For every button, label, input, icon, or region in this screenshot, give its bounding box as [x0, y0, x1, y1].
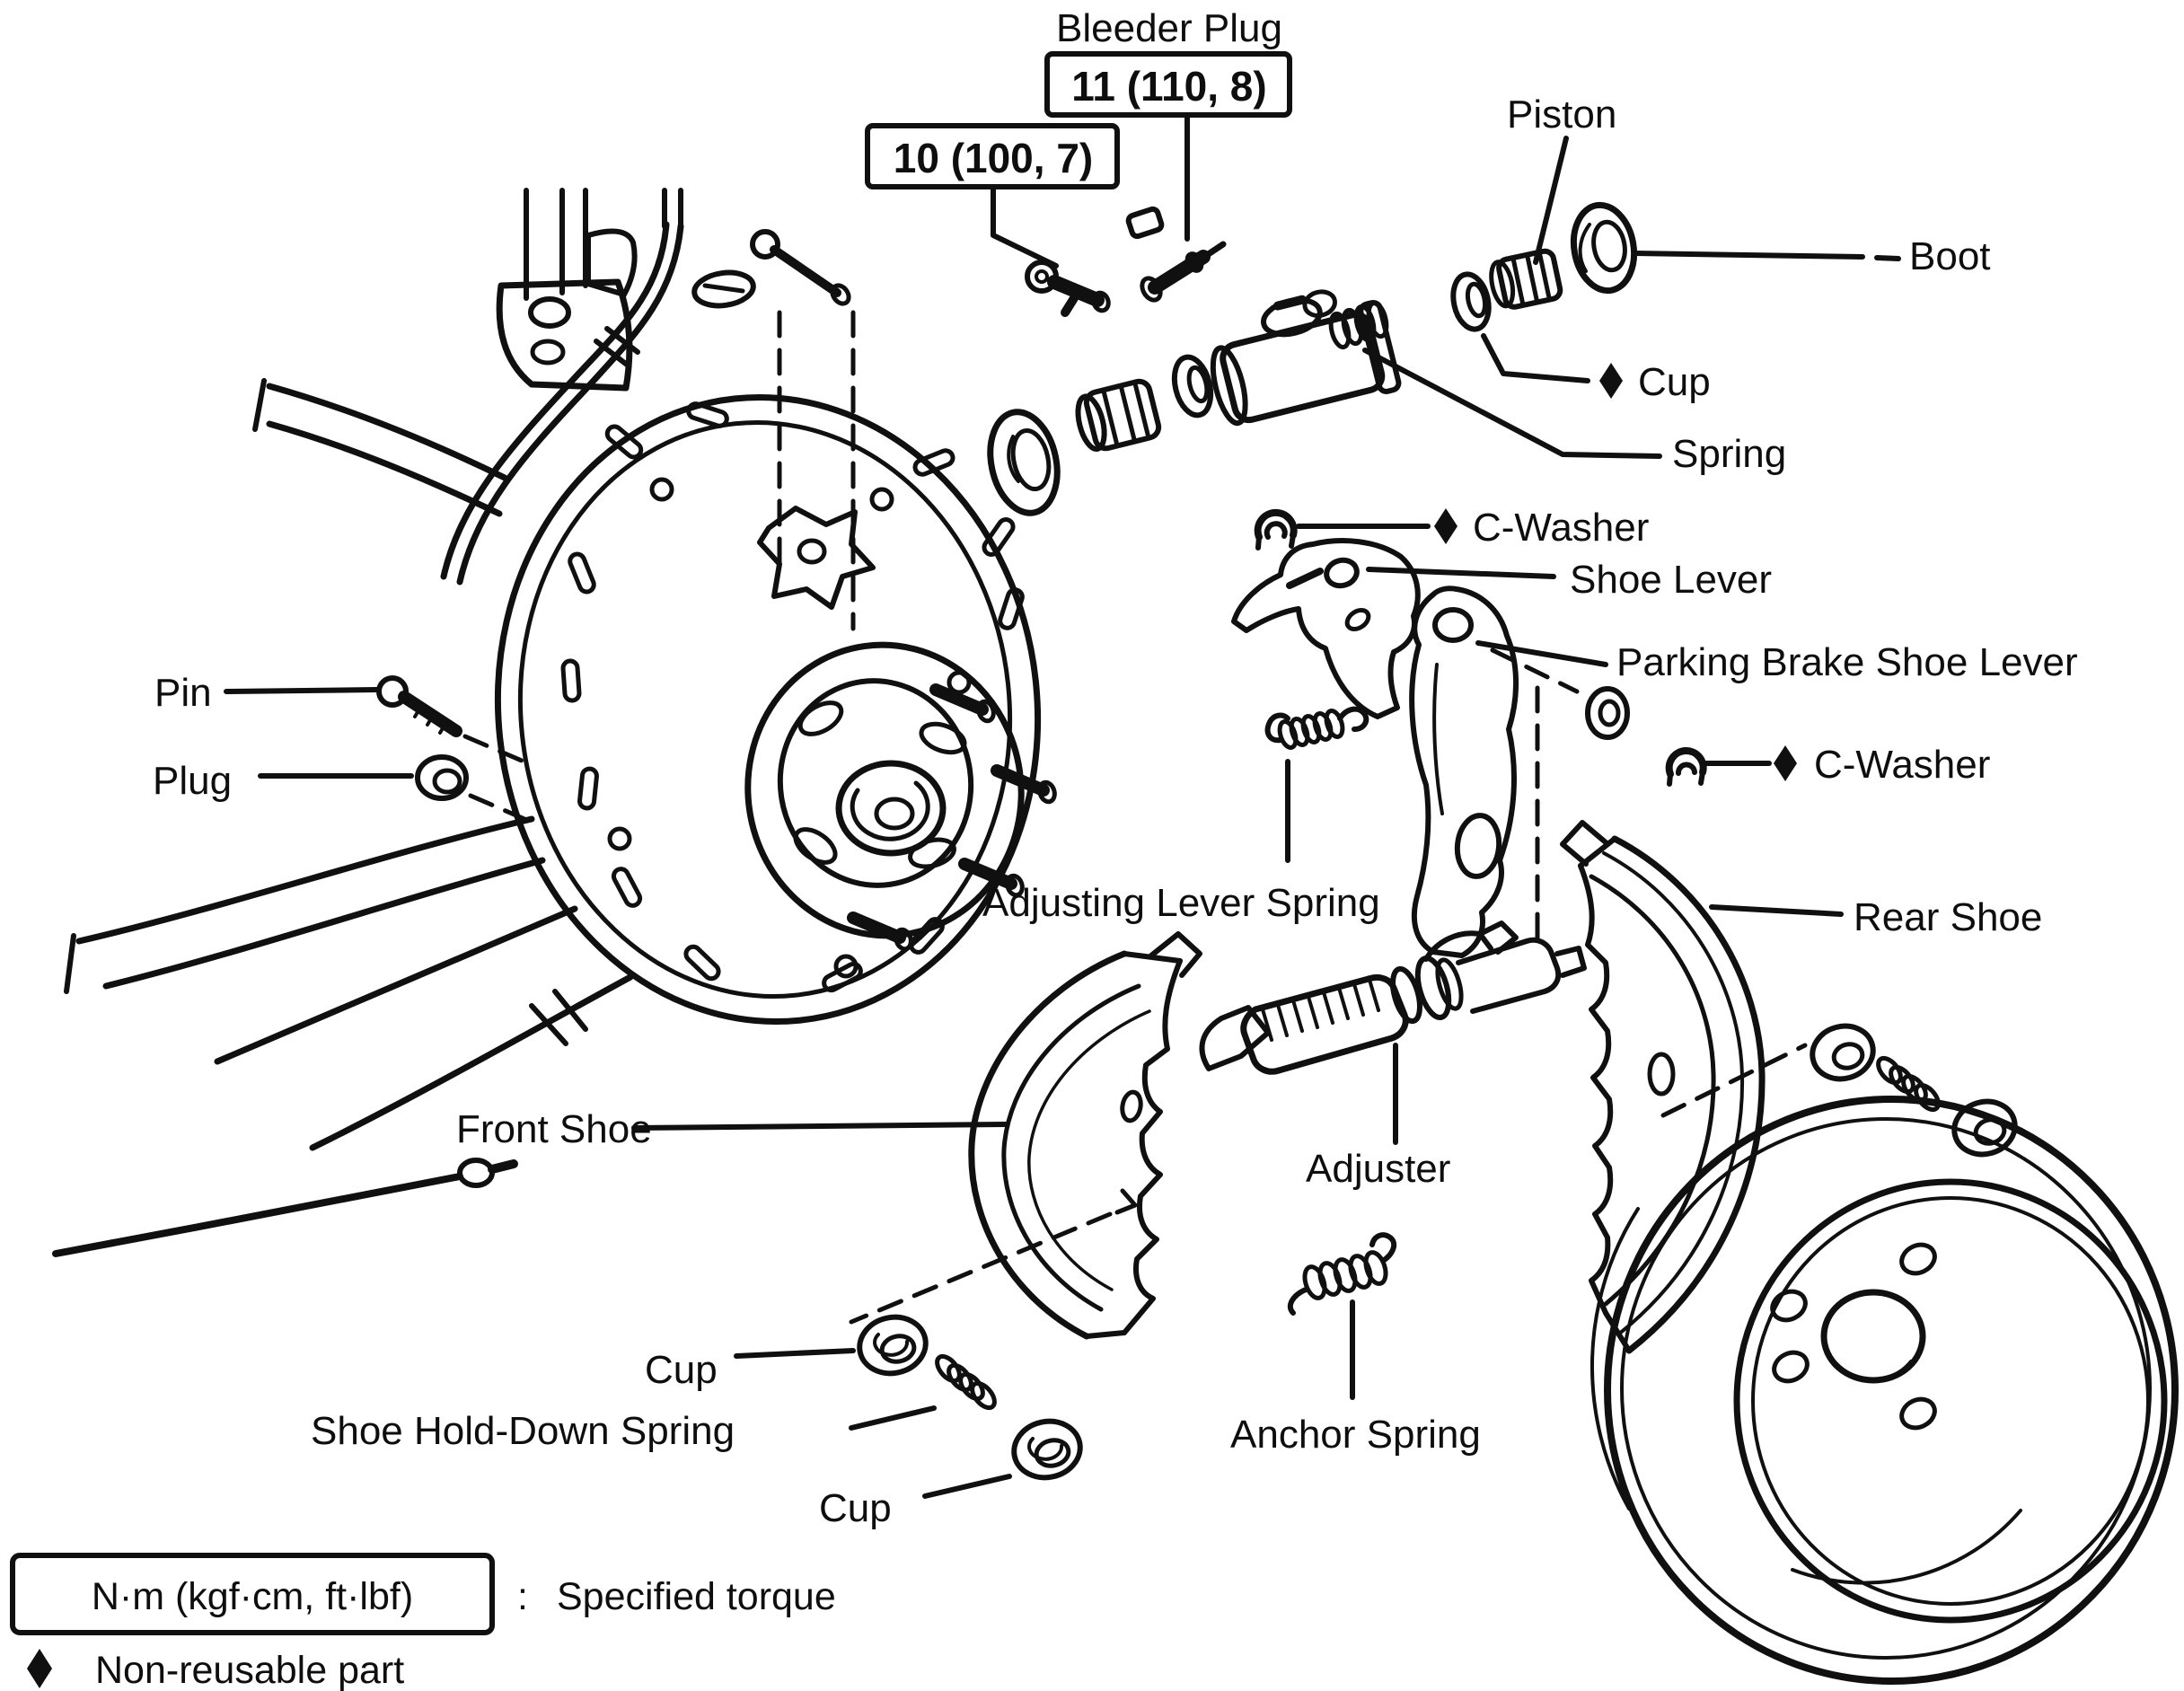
cylinder-spring	[1328, 300, 1389, 350]
legend-torque-units: N·m (kgf·cm, ft·lbf)	[92, 1575, 413, 1618]
non-reusable-diamond-icon	[1774, 745, 1797, 781]
leader-cup-front-upper	[734, 1348, 856, 1359]
front-shoe-drawing	[849, 931, 1202, 1340]
suspension-knuckle-drawing	[52, 188, 684, 1257]
wheel-studs	[847, 683, 1057, 952]
retainer-clip-and-bolt-drawing	[691, 229, 856, 631]
leader-piston	[1533, 136, 1569, 265]
label-shoe-lever: Shoe Lever	[1570, 558, 1772, 602]
leader-shoe-hold-down-spring	[849, 1405, 937, 1431]
label-adjusting-lever-spring: Adjusting Lever Spring	[982, 881, 1380, 925]
front-hold-down-parts-drawing	[857, 1314, 1083, 1481]
label-c-washer-lower: C-Washer	[1814, 743, 1990, 787]
torque-value-11: 11 (110, 8)	[1071, 63, 1266, 110]
legend-torque-meaning: Specified torque	[557, 1575, 836, 1618]
shoe-lever-drawing	[1231, 538, 1421, 719]
pin-part-drawing	[376, 675, 531, 766]
non-reusable-diamond-icon	[27, 1649, 52, 1688]
rear-hold-down-parts-drawing	[1810, 1023, 2018, 1158]
label-spring-wheel-cylinder: Spring	[1672, 432, 1786, 476]
torque-box-11: 11 (110, 8)	[1044, 51, 1292, 118]
brake-drum-drawing	[1590, 1096, 2179, 1685]
part-labels: Bleeder Plug Piston Boot Cup Spring C-Wa…	[153, 6, 2078, 1530]
bleeder-plug-parts	[1025, 206, 1227, 317]
leader-cup-wc	[1481, 333, 1590, 383]
label-shoe-hold-down-spring: Shoe Hold-Down Spring	[311, 1409, 735, 1453]
cup-seal-right	[1450, 271, 1492, 332]
legend: N·m (kgf·cm, ft·lbf) : Specified torque …	[10, 1553, 836, 1691]
rear-shoe-drawing	[1560, 820, 1808, 1354]
adjuster-drawing	[1199, 920, 1587, 1075]
legend-colon: :	[517, 1575, 528, 1618]
label-c-washer-upper: C-Washer	[1473, 506, 1649, 550]
c-washer-clip-lower	[1665, 747, 1707, 787]
cup-seal-left	[1171, 354, 1214, 418]
leader-torque-10	[991, 186, 1059, 269]
label-bleeder-plug: Bleeder Plug	[1056, 6, 1282, 50]
label-cup-front-upper: Cup	[645, 1348, 718, 1392]
axle-hub-drawing	[744, 641, 1057, 952]
label-pin: Pin	[154, 671, 212, 715]
torque-box-10: 10 (100, 7)	[865, 123, 1120, 189]
wheel-cylinder-exploded-drawing	[987, 201, 1638, 516]
non-reusable-diamond-icon	[1434, 508, 1457, 544]
boot-left	[987, 409, 1061, 516]
leader-parking-lever	[1475, 640, 1608, 667]
label-front-shoe: Front Shoe	[456, 1107, 652, 1151]
plug-part-drawing	[415, 754, 540, 827]
leader-shoe-lever	[1366, 567, 1556, 579]
label-plug: Plug	[153, 759, 232, 803]
backing-plate-drawing	[494, 393, 1042, 1046]
label-rear-shoe: Rear Shoe	[1854, 895, 2042, 939]
piston-right	[1489, 248, 1563, 310]
washer-drawing	[1585, 686, 1630, 740]
leader-spring-wc	[1362, 348, 1662, 459]
leader-pin	[224, 687, 380, 694]
anchor-spring-drawing	[1287, 1232, 1397, 1316]
leader-boot	[1632, 251, 1901, 261]
label-piston: Piston	[1507, 92, 1616, 137]
wheel-cylinder-body	[1210, 289, 1402, 427]
c-washer-clip-upper	[1254, 508, 1298, 550]
label-anchor-spring: Anchor Spring	[1230, 1413, 1481, 1457]
torque-value-10: 10 (100, 7)	[894, 135, 1093, 181]
non-reusable-diamond-icon	[1599, 363, 1623, 399]
label-cup-front-lower: Cup	[819, 1486, 892, 1530]
adjusting-lever-spring-drawing	[1264, 706, 1369, 750]
label-cup-wheel-cylinder: Cup	[1638, 360, 1711, 404]
label-parking-brake-shoe-lever: Parking Brake Shoe Lever	[1616, 640, 2078, 684]
legend-non-reusable: Non-reusable part	[95, 1649, 404, 1691]
leader-front-shoe	[631, 1122, 1008, 1131]
label-boot: Boot	[1909, 234, 1991, 278]
label-adjuster: Adjuster	[1306, 1147, 1450, 1191]
torque-units-box	[10, 1553, 495, 1635]
leader-cup-front-lower	[922, 1474, 1012, 1499]
piston-left	[1075, 378, 1162, 452]
parking-brake-shoe-lever-drawing	[1409, 586, 1580, 958]
leader-lines	[224, 114, 1901, 1499]
boot-right	[1570, 201, 1638, 295]
leader-rear-shoe	[1709, 904, 1844, 917]
